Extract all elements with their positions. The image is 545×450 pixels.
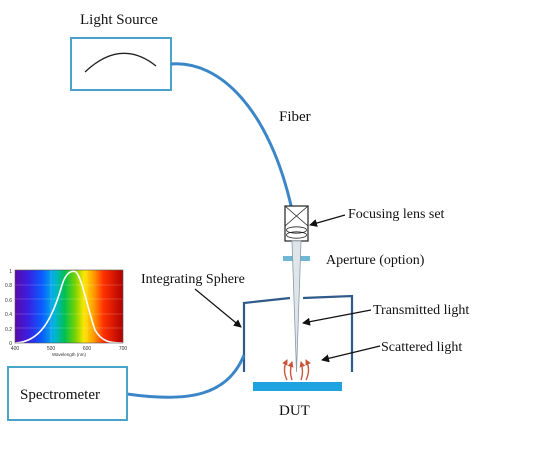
integrating-sphere-label: Integrating Sphere xyxy=(141,272,245,287)
light-spectrum-arc-icon xyxy=(84,52,157,73)
inset-x-tick: 700 xyxy=(119,346,128,352)
inset-y-tick: 0.2 xyxy=(5,327,12,333)
transmitted-light-pointer xyxy=(302,309,372,326)
spectrum-gradient xyxy=(15,270,123,343)
integrating-sphere xyxy=(242,294,354,372)
scattered-light-label: Scattered light xyxy=(381,340,462,355)
aperture-label: Aperture (option) xyxy=(326,253,425,268)
dut-sample xyxy=(253,382,342,391)
scattered-light-pointer xyxy=(321,345,381,363)
light-beam xyxy=(291,240,302,373)
spectrometer-label: Spectrometer xyxy=(20,387,100,403)
focusing-lens-pointer xyxy=(309,214,346,227)
fiber-label: Fiber xyxy=(279,109,311,125)
focusing-lens-set xyxy=(284,205,309,242)
fiber-cable xyxy=(170,62,294,211)
inset-y-tick: 0.6 xyxy=(5,298,12,304)
light-source-label: Light Source xyxy=(80,12,158,28)
scatter-arrows xyxy=(282,359,311,381)
spectrometer-fiber xyxy=(126,354,246,399)
inset-y-tick: 0.8 xyxy=(5,283,12,289)
transmitted-light-label: Transmitted light xyxy=(373,303,469,318)
inset-x-tick: 600 xyxy=(83,346,92,352)
spectrum-curve xyxy=(14,270,124,344)
inset-x-tick: 400 xyxy=(11,346,20,352)
inset-y-tick: 0 xyxy=(9,341,12,347)
integrating-sphere-pointer xyxy=(194,288,242,328)
inset-y-tick: 1 xyxy=(9,269,12,275)
spectrometer-box xyxy=(7,366,128,421)
inset-y-tick: 0.4 xyxy=(5,312,12,318)
inset-x-tick: 500 xyxy=(47,346,56,352)
inset-x-axis-label: Wavelength (nm) xyxy=(52,352,87,357)
dut-label: DUT xyxy=(279,403,310,419)
spectrum-inset: 1 0.8 0.6 0.4 0.2 0 400 500 600 700 Wave… xyxy=(5,269,127,357)
light-source-box xyxy=(70,37,172,91)
focusing-lens-label: Focusing lens set xyxy=(348,207,445,222)
